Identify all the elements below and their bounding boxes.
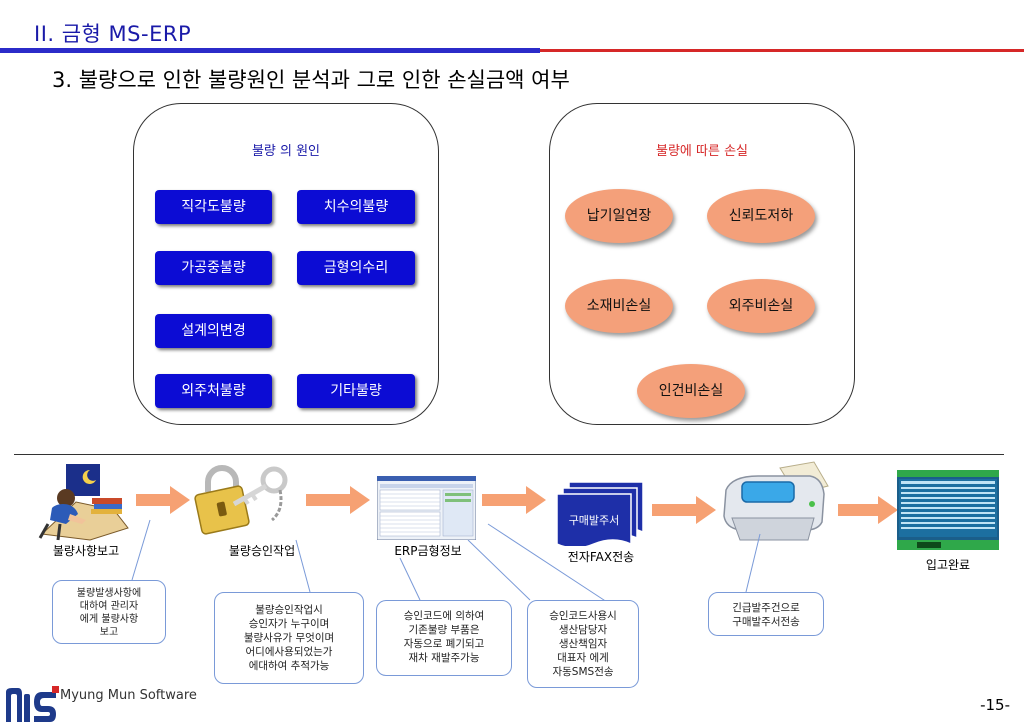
note-line: 자동SMS전송	[552, 666, 614, 678]
cause-button-machining[interactable]: 가공중불량	[155, 251, 272, 285]
loss-oval-delivery-delay: 납기일연장	[565, 189, 673, 243]
note-line: 에게 불량사항	[79, 614, 139, 625]
company-logo	[6, 686, 59, 722]
note-line: 승인코드에 의하여	[403, 610, 485, 622]
note-line: 생산책임자	[558, 638, 608, 650]
note-line: 불량발생사항에	[76, 588, 142, 599]
note-line: 대표자 에게	[557, 652, 609, 664]
note-sms-transmission: 승인코드사용시 생산담당자 생산책임자 대표자 에게 자동SMS전송	[527, 600, 639, 688]
note-line: 보고	[99, 627, 119, 638]
note-line: 자동으로 폐기되고	[403, 638, 485, 650]
causes-title: 불량 의 원인	[251, 144, 321, 159]
header-rule-blue	[0, 48, 540, 53]
note-erp-mold-info: 승인코드에 의하여 기존불량 부품은 자동으로 폐기되고 재차 재발주가능	[376, 600, 512, 676]
erp-screen-icon	[377, 476, 476, 540]
note-urgent-order: 긴급발주건으로 구매발주서전송	[708, 592, 824, 636]
note-line: 승인코드사용시	[549, 610, 617, 622]
loss-oval-outsourcing-cost: 외주비손실	[707, 279, 815, 333]
note-line: 승인자가 누구이며	[248, 618, 330, 630]
cause-button-squareness[interactable]: 직각도불량	[155, 190, 272, 224]
flow-arrow-5-icon	[838, 496, 898, 524]
person-reading-icon	[38, 464, 129, 541]
erp-window-icon	[897, 470, 999, 550]
note-line: 재차 재발주가능	[408, 652, 480, 664]
note-line: 생산담당자	[558, 624, 608, 636]
cause-button-dimension[interactable]: 치수의불량	[297, 190, 415, 224]
printer-icon	[723, 461, 829, 541]
cause-button-outsourcer[interactable]: 외주처불량	[155, 374, 272, 408]
note-line: 어디에사용되었는가	[245, 646, 333, 658]
page-number: -15-	[980, 696, 1010, 714]
cause-button-design-change[interactable]: 설계의변경	[155, 314, 272, 348]
page-heading: 3. 불량으로 인한 불량원인 분석과 그로 인한 손실금액 여부	[52, 68, 570, 92]
note-line: 구매발주서전송	[732, 616, 800, 628]
note-line: 에대하여 추적가능	[248, 660, 330, 672]
note-line: 불량승인작업시	[255, 604, 323, 616]
cause-button-other[interactable]: 기타불량	[297, 374, 415, 408]
loss-oval-material-cost: 소재비손실	[565, 279, 673, 333]
note-line: 불량사유가 무엇이며	[243, 632, 335, 644]
lock-key-icon	[194, 465, 288, 535]
loss-oval-labor-cost: 인건비손실	[637, 364, 745, 418]
note-line: 기존불량 부품은	[408, 624, 480, 636]
flow-step-defect-approval: 불량승인작업	[228, 544, 296, 558]
fax-document-label: 구매발주서	[568, 514, 620, 527]
flow-step-defect-report: 불량사항보고	[52, 544, 120, 558]
note-line: 긴급발주건으로	[732, 602, 800, 614]
header-rule-red	[540, 49, 1024, 52]
causes-panel: 불량 의 원인 직각도불량 치수의불량 가공중불량 금형의수리 설계의변경 외주…	[133, 103, 439, 425]
loss-oval-trust-decline: 신뢰도저하	[707, 189, 815, 243]
flow-arrow-1-icon	[136, 486, 190, 514]
losses-title: 불량에 따른 손실	[656, 144, 748, 159]
section-title: II. 금형 MS-ERP	[34, 22, 192, 46]
note-defect-approval: 불량승인작업시 승인자가 누구이며 불량사유가 무엇이며 어디에사용되었는가 에…	[214, 592, 364, 684]
losses-panel: 불량에 따른 손실 납기일연장 신뢰도저하 소재비손실 외주비손실 인건비손실	[549, 103, 855, 425]
note-defect-report: 불량발생사항에 대하여 관리자 에게 불량사항 보고	[52, 580, 166, 644]
fax-document-icon: 구매발주서	[555, 480, 645, 546]
flow-step-erp-mold-info: ERP금형정보	[394, 544, 462, 558]
flow-arrow-2-icon	[306, 486, 370, 514]
divider-line	[14, 454, 1004, 455]
flow-step-receipt-complete: 입고완료	[925, 558, 971, 572]
flow-arrow-3-icon	[482, 486, 546, 514]
note-line: 대하여 관리자	[79, 601, 139, 612]
flow-step-electronic-fax: 전자FAX전송	[567, 550, 635, 564]
company-name: Myung Mun Software	[60, 688, 197, 703]
cause-button-mold-repair[interactable]: 금형의수리	[297, 251, 415, 285]
flow-arrow-4-icon	[652, 496, 716, 524]
